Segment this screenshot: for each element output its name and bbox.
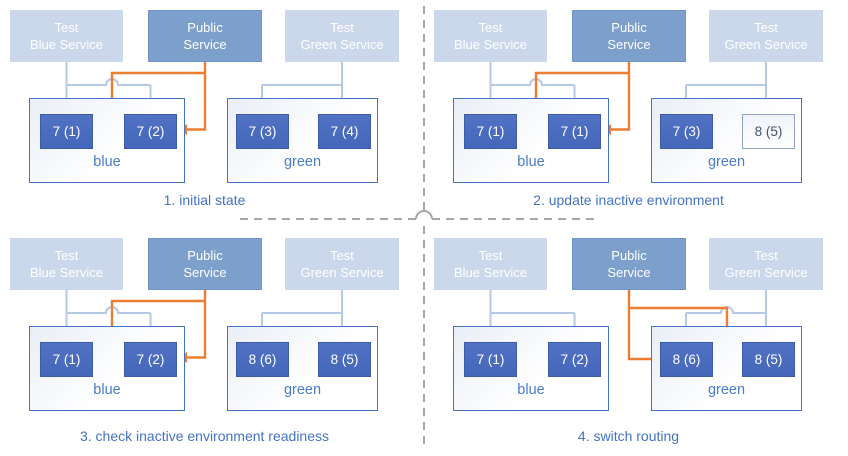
orange-route-line	[627, 290, 651, 361]
version-box-green-2-new: 8 (5)	[742, 114, 795, 149]
test-blue-service-box: Test Blue Service	[434, 10, 547, 62]
service-label-line: Green Service	[300, 37, 384, 52]
version-box-green-2: 7 (4)	[318, 114, 371, 149]
test-green-service-box: Test Green Service	[285, 10, 399, 62]
service-label-line: Green Service	[724, 265, 808, 280]
version-box-green-2: 8 (5)	[318, 342, 371, 377]
version-box-blue-1: 7 (1)	[464, 342, 517, 377]
service-label-line: Blue Service	[454, 37, 527, 52]
panel-update-inactive-environment: Test Blue Service Public Service Test Gr…	[424, 0, 848, 228]
service-label-line: Blue Service	[30, 37, 103, 52]
green-environment-label: green	[283, 154, 322, 170]
service-label-line: Service	[607, 265, 651, 280]
connector-rail-with-hop	[490, 78, 575, 86]
panel-caption: 1. initial state	[163, 192, 246, 208]
orange-route-line	[187, 290, 207, 359]
service-label-line: Blue Service	[454, 265, 527, 280]
service-label-line: Blue Service	[30, 265, 103, 280]
version-box-blue-1: 7 (1)	[40, 342, 93, 377]
version-box-green-1: 8 (6)	[236, 342, 289, 377]
public-service-box: Public Service	[572, 10, 686, 62]
version-box-green-2: 8 (5)	[742, 342, 795, 377]
test-green-service-box: Test Green Service	[285, 238, 399, 290]
panel-check-inactive-environment-readiness: Test Blue Service Public Service Test Gr…	[0, 228, 424, 456]
version-box-blue-2: 7 (2)	[124, 342, 177, 377]
service-label-line: Service	[183, 37, 227, 52]
test-blue-service-box: Test Blue Service	[10, 10, 123, 62]
service-label-line: Public	[611, 248, 647, 263]
orange-route-line	[611, 62, 631, 131]
service-label-line: Green Service	[724, 37, 808, 52]
service-label-line: Test	[330, 248, 354, 263]
version-box-green-1: 8 (6)	[660, 342, 713, 377]
test-blue-service-box: Test Blue Service	[434, 238, 547, 290]
public-service-box: Public Service	[148, 10, 262, 62]
service-label-line: Test	[54, 248, 79, 263]
service-label-line: Public	[187, 248, 223, 263]
blue-environment-label: blue	[517, 382, 545, 398]
service-label-line: Green Service	[300, 265, 384, 280]
service-label-line: Service	[607, 37, 651, 52]
version-box-blue-2: 7 (1)	[548, 114, 601, 149]
panel-initial-state: Test Blue Service Public Service Test Gr…	[0, 0, 424, 228]
connector-rail-with-hop	[66, 78, 151, 86]
blue-environment-label: blue	[93, 154, 121, 170]
test-green-service-box: Test Green Service	[709, 10, 823, 62]
blue-environment-label: blue	[517, 154, 545, 170]
public-service-box: Public Service	[148, 238, 262, 290]
blue-environment-label: blue	[93, 382, 121, 398]
public-service-box: Public Service	[572, 238, 686, 290]
panel-caption: 3. check inactive environment readiness	[79, 428, 330, 444]
panel-switch-routing: Test Blue Service Public Service Test Gr…	[424, 228, 848, 456]
service-label-line: Test	[754, 248, 778, 263]
version-box-blue-1: 7 (1)	[40, 114, 93, 149]
green-environment-label: green	[283, 382, 322, 398]
service-label-line: Public	[187, 20, 223, 35]
panel-caption: 4. switch routing	[577, 428, 680, 444]
version-box-green-1: 7 (3)	[660, 114, 713, 149]
orange-route-line	[187, 62, 207, 131]
service-label-line: Test	[54, 20, 79, 35]
panel-caption: 2. update inactive environment	[533, 192, 724, 208]
service-label-line: Public	[611, 20, 647, 35]
test-green-service-box: Test Green Service	[709, 238, 823, 290]
service-label-line: Test	[754, 20, 778, 35]
version-box-blue-2: 7 (2)	[548, 342, 601, 377]
green-environment-label: green	[707, 382, 746, 398]
service-label-line: Test	[478, 20, 503, 35]
green-environment-label: green	[707, 154, 746, 170]
version-box-green-1: 7 (3)	[236, 114, 289, 149]
test-blue-service-box: Test Blue Service	[10, 238, 123, 290]
service-label-line: Service	[183, 265, 227, 280]
service-label-line: Test	[478, 248, 503, 263]
version-box-blue-2: 7 (2)	[124, 114, 177, 149]
connector-rail-with-hop	[66, 306, 151, 314]
service-label-line: Test	[330, 20, 354, 35]
version-box-blue-1: 7 (1)	[464, 114, 517, 149]
